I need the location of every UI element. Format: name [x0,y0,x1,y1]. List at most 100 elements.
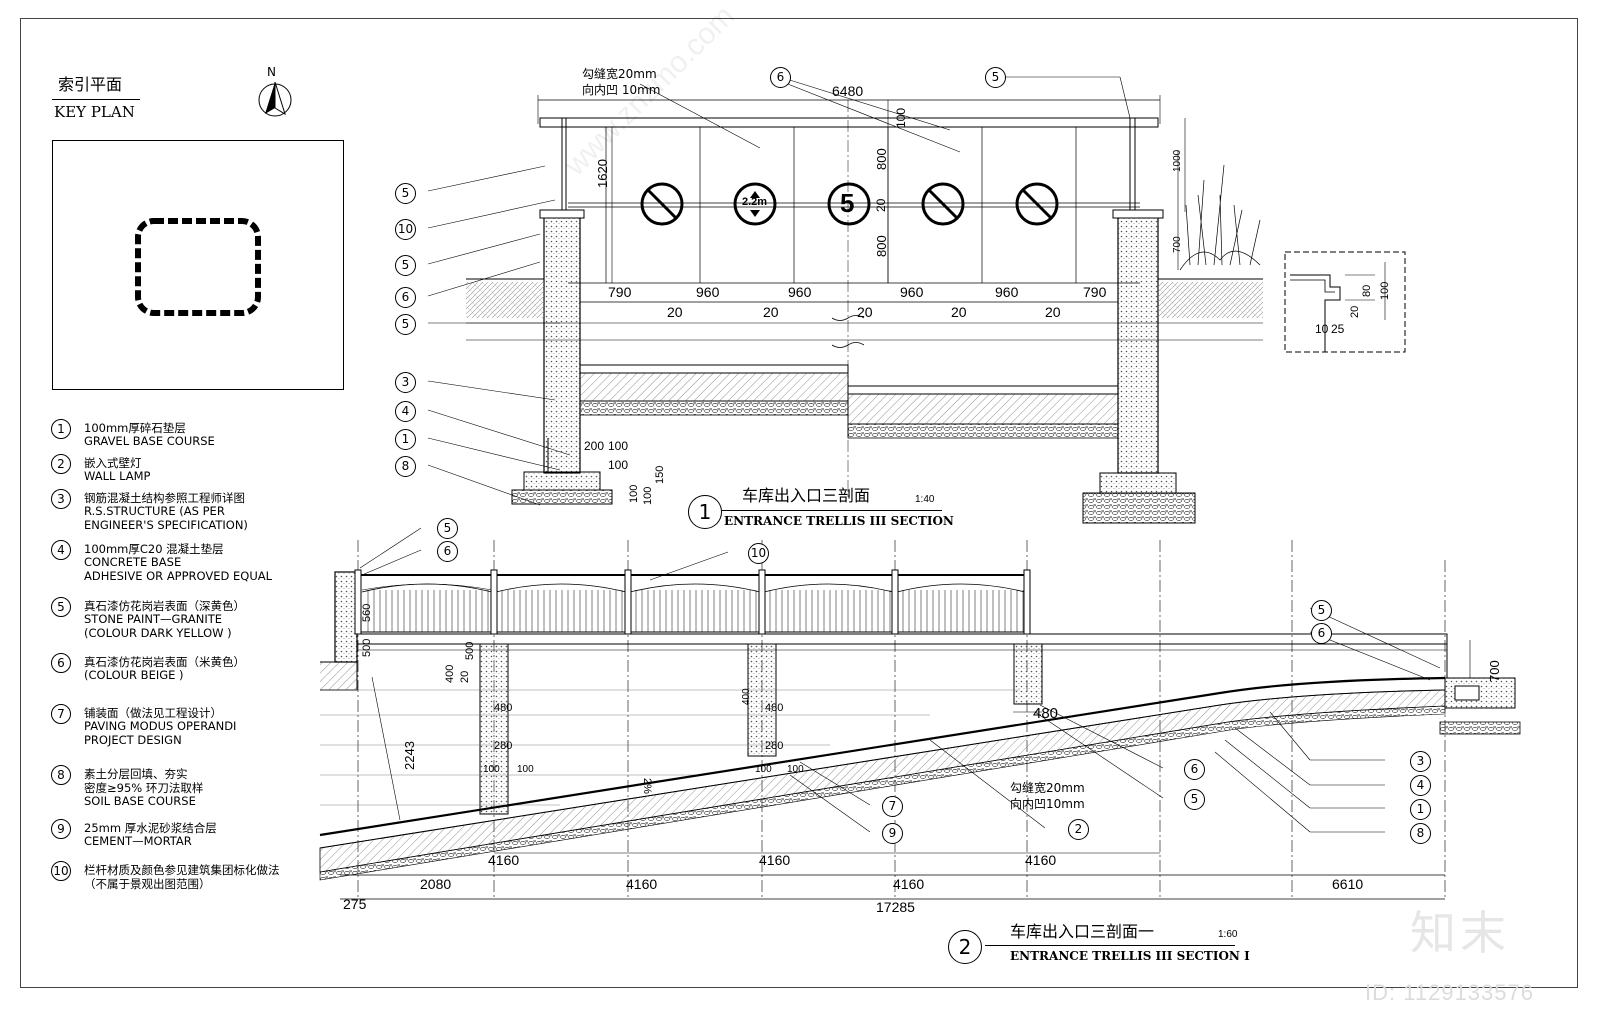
s2-callout: 7 [882,796,903,817]
s2-pier-height: 400 [741,688,752,705]
legend-text: CONCRETE BASE [84,555,182,569]
s2-joint-note-1: 勾缝宽20mm [1010,781,1085,795]
s1-joint-note-1: 勾缝宽20mm [582,67,657,81]
legend-text: 密度≥95% 环刀法取样 [84,781,204,795]
s2-rail-height: 400 [444,664,456,683]
legend-number: 1 [51,419,71,439]
s2-bottom-dim: 6610 [1332,876,1364,892]
s2-callout: 5 [1184,789,1205,810]
north-label: N [267,65,276,79]
s2-col-dim: 280 [494,740,513,752]
legend-number: 4 [51,540,71,560]
s1-sign-speed-number: 5 [840,188,855,218]
s1-callout: 5 [395,255,416,276]
s2-title-line [985,945,1235,946]
railing-post [891,569,899,635]
s2-col-dim: 280 [765,740,784,752]
s2-mid-col-width: 480 [1033,705,1059,722]
s2-col-dim: 100 [787,764,804,775]
railing-arc [361,583,493,593]
s2-callout: 3 [1410,751,1431,772]
s2-callout: 5 [1311,600,1332,621]
key-plan-box [52,140,344,390]
legend-text: 素土分层回填、夯实 [84,767,188,781]
legend-text: ENGINEER'S SPECIFICATION) [84,518,248,532]
s1-callout: 4 [395,401,416,422]
s1-footing-dim: 100 [608,439,629,453]
railing-post [1023,569,1031,635]
s1-plant-height-1: 1000 [1172,149,1183,172]
s2-joint-note-2: 向内凹10mm [1010,797,1085,811]
legend-text: R.S.STRUCTURE (AS PER [84,504,225,518]
s2-bottom-dim: 275 [343,896,367,912]
s2-slope-mark: 2% [641,778,653,794]
s2-rail-height: 20 [459,670,471,683]
s2-callout: 9 [882,823,903,844]
legend-number: 3 [51,489,71,509]
key-plan-title-en: KEY PLAN [54,103,135,121]
railing-arc [763,583,894,593]
s2-col-dim: 480 [765,702,784,714]
north-arrow-icon [258,81,292,117]
s2-bottom-dim: 4160 [893,876,925,892]
legend-text: STONE PAINT—GRANITE [84,612,223,626]
legend-text: WALL LAMP [84,469,151,483]
s1-callout: 5 [395,314,416,335]
s2-title-number: 2 [948,930,982,964]
s1-callout: 1 [395,429,416,450]
s2-bottom-dim: 4160 [626,876,658,892]
s1-footing-dim: 100 [608,458,629,472]
legend-text: PROJECT DESIGN [84,733,182,747]
s2-upper-dim: 4160 [488,852,520,868]
s2-col-dim: 480 [494,702,513,714]
legend-number: 6 [51,653,71,673]
railing-post [490,569,498,635]
s2-end-height: 700 [1487,660,1502,682]
s2-callout: 5 [437,518,458,539]
s1-gap: 20 [1045,304,1061,320]
s1-footing-dim: 150 [654,465,666,484]
s2-overall: 17285 [876,899,915,915]
s2-upper-dim: 4160 [759,852,791,868]
s1-overall-width: 6480 [832,83,864,99]
s1-gap: 20 [763,304,779,320]
legend-text: PAVING MODUS OPERANDI [84,719,237,733]
railing-post [624,569,632,635]
railing-arc [896,583,1026,593]
legend-number: 7 [51,704,71,724]
s2-rail-height: 560 [361,603,373,622]
s1-detail-dim: 10 [1315,322,1329,336]
legend-text: 真石漆仿花岗岩表面（深黄色） [84,599,245,613]
legend-text: 100mm厚碎石垫层 [84,421,186,435]
s1-callout: 5 [985,67,1006,88]
s1-scale: 1:40 [915,494,935,505]
s2-rail-height: 500 [464,641,476,660]
legend-text: CEMENT—MORTAR [84,834,192,848]
s2-callout: 6 [1311,623,1332,644]
legend-text: SOIL BASE COURSE [84,794,196,808]
s1-callout: 3 [395,372,416,393]
watermark-logo: 知末 [1410,906,1510,960]
s1-gap: 20 [667,304,683,320]
legend-number: 9 [51,819,71,839]
s2-bottom-dim: 2080 [420,876,452,892]
s1-callout: 8 [395,456,416,477]
s1-span: 790 [1083,284,1107,300]
drawing-frame [20,18,1578,988]
s1-gap: 20 [857,304,873,320]
s1-joint-note-2: 向内凹 10mm [582,83,661,97]
key-plan-outline [135,218,261,316]
s1-title-en: ENTRANCE TRELLIS III SECTION [724,514,954,528]
legend-text: GRAVEL BASE COURSE [84,434,215,448]
s2-callout: 1 [1410,799,1431,820]
legend-number: 5 [51,597,71,617]
legend-text: 钢筋混凝土结构参照工程师详图 [84,491,245,505]
s2-col-dim: 100 [755,764,772,775]
legend-text: 25mm 厚水泥砂浆结合层 [84,821,217,835]
railing-post [354,569,362,635]
s2-callout: 10 [748,543,769,564]
legend-text: 100mm厚C20 混凝土垫层 [84,542,224,556]
watermark-id: ID: 1129133576 [1365,980,1534,1005]
title-underline [52,99,140,100]
